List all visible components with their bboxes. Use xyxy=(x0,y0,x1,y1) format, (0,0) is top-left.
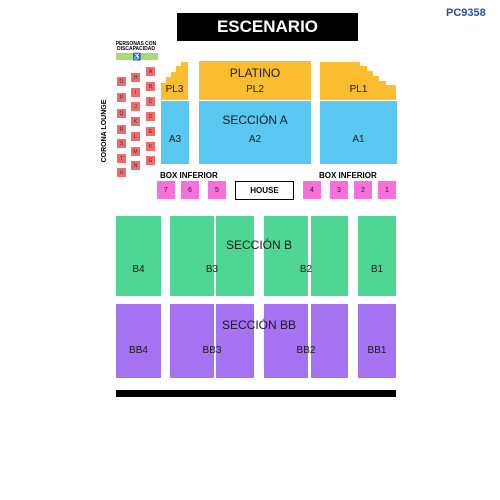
section-bb3-label: BB3 xyxy=(202,345,222,356)
box-3[interactable]: 3 xyxy=(330,181,348,199)
seccion-b-title: SECCIÓN B xyxy=(225,238,292,252)
section-b2-label: B2 xyxy=(299,264,313,275)
stage: ESCENARIO xyxy=(177,13,358,41)
section-b1-label: B1 xyxy=(370,264,384,275)
lounge-box[interactable]: E xyxy=(146,127,155,136)
section-a1-label: A1 xyxy=(352,134,365,145)
box-1[interactable]: 1 xyxy=(378,181,396,199)
seccion-bb-title: SECCIÓN BB xyxy=(221,318,296,332)
section-pl1-label: PL1 xyxy=(349,84,368,95)
lounge-box[interactable]: H xyxy=(131,73,140,82)
section-b2[interactable] xyxy=(264,216,308,296)
box-7[interactable]: 7 xyxy=(157,181,175,199)
section-a2-label: A2 xyxy=(248,134,262,145)
section-b4[interactable] xyxy=(116,216,161,296)
section-b3[interactable] xyxy=(170,216,214,296)
section-b3-label: B3 xyxy=(205,264,219,275)
lounge-box[interactable]: Q xyxy=(117,109,126,118)
section-a3-label: A3 xyxy=(168,134,182,145)
lounge-box[interactable]: I xyxy=(131,88,140,97)
section-bb2[interactable] xyxy=(264,304,308,378)
wheelchair-icon: ♿ xyxy=(132,53,142,61)
lounge-box[interactable]: N xyxy=(131,161,140,170)
box-4[interactable]: 4 xyxy=(303,181,321,199)
section-bb1[interactable] xyxy=(358,304,396,378)
lounge-box[interactable]: D xyxy=(146,112,155,121)
section-b3[interactable] xyxy=(216,216,254,296)
lounge-box[interactable]: K xyxy=(131,117,140,126)
lounge-box[interactable]: B xyxy=(146,82,155,91)
platino-title: PLATINO xyxy=(229,66,281,80)
lounge-box[interactable]: M xyxy=(131,147,140,156)
section-a1[interactable] xyxy=(320,101,397,164)
house-box[interactable]: HOUSE xyxy=(235,181,294,200)
section-bb3[interactable] xyxy=(216,304,254,378)
box-inferior-left-title: BOX INFERIOR xyxy=(160,171,218,180)
box-6[interactable]: 6 xyxy=(181,181,199,199)
rear-wall xyxy=(116,390,396,397)
seccion-a-title: SECCIÓN A xyxy=(222,113,288,127)
accessible-area-label: PERSONAS CON DISCAPACIDAD xyxy=(115,41,157,52)
section-pl3-label: PL3 xyxy=(165,84,184,95)
section-a2[interactable] xyxy=(199,101,311,164)
lounge-box[interactable]: J xyxy=(131,102,140,111)
map-code: PC9358 xyxy=(446,7,486,19)
lounge-box[interactable]: S xyxy=(117,139,126,148)
lounge-box[interactable]: O xyxy=(117,77,126,86)
section-b1[interactable] xyxy=(358,216,396,296)
lounge-box[interactable]: L xyxy=(131,132,140,141)
section-pl3[interactable] xyxy=(160,61,189,100)
lounge-title: CORONA LOUNGE xyxy=(101,99,108,163)
lounge-box[interactable]: T xyxy=(117,154,126,163)
lounge-box[interactable]: P xyxy=(117,93,126,102)
box-inferior-right-title: BOX INFERIOR xyxy=(319,171,377,180)
section-bb2[interactable] xyxy=(311,304,348,378)
lounge-box[interactable]: R xyxy=(117,125,126,134)
section-bb4[interactable] xyxy=(116,304,161,378)
lounge-box[interactable]: F xyxy=(146,142,155,151)
section-bb4-label: BB4 xyxy=(129,345,148,356)
section-bb1-label: BB1 xyxy=(367,345,387,356)
accessible-area[interactable]: ♿ xyxy=(116,53,158,61)
lounge-box[interactable]: G xyxy=(146,156,155,165)
section-pl1[interactable] xyxy=(320,61,397,100)
section-bb3[interactable] xyxy=(170,304,214,378)
section-b2[interactable] xyxy=(311,216,348,296)
section-b4-label: B4 xyxy=(132,264,145,275)
box-2[interactable]: 2 xyxy=(354,181,372,199)
lounge-box[interactable]: U xyxy=(117,168,126,177)
lounge-box[interactable]: C xyxy=(146,97,155,106)
section-pl2[interactable] xyxy=(199,61,311,100)
box-5[interactable]: 5 xyxy=(208,181,226,199)
section-a3[interactable] xyxy=(161,101,189,164)
section-bb2-label: BB2 xyxy=(296,345,316,356)
lounge-box[interactable]: A xyxy=(146,67,155,76)
section-pl2-label: PL2 xyxy=(246,84,264,95)
